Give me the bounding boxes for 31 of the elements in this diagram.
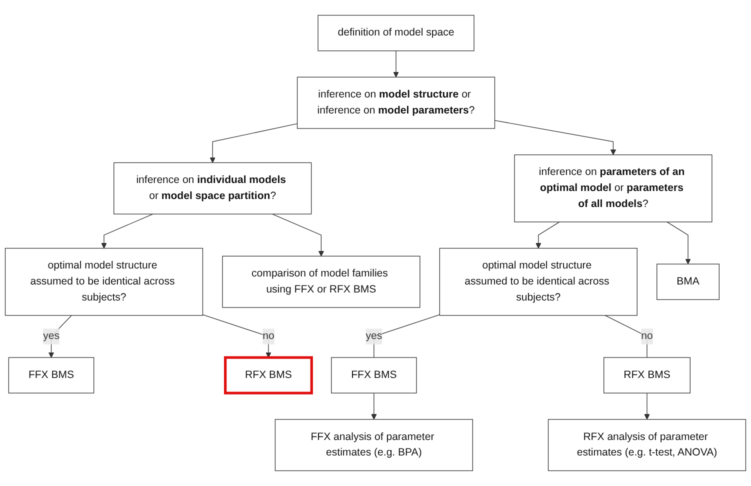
node-box: optimal model structure assumed to be identical across subjects?: [4, 248, 204, 316]
arrow: [101, 214, 154, 249]
arrow: [202, 314, 272, 358]
arrow: [666, 222, 691, 264]
node-box: BMA: [656, 264, 720, 300]
node-box: FFX BMS: [331, 357, 417, 394]
arrow: [48, 315, 72, 358]
node-box: RFX BMS: [604, 357, 690, 394]
node-box: FFX BMS: [8, 357, 94, 394]
arrow: [644, 392, 650, 420]
connector: [374, 314, 440, 358]
edge-label: yes: [366, 330, 382, 342]
edge-label: no: [262, 330, 274, 342]
arrow: [393, 50, 399, 78]
node-box: definition of model space: [318, 14, 474, 52]
connector: [604, 315, 648, 358]
node-box: FFX analysis of parameter estimates (e.g. BPA): [274, 419, 473, 472]
arrow: [210, 123, 298, 163]
arrow: [536, 222, 560, 249]
node-box: RFX analysis of parameter estimates (e.g. t-test, ANOVA): [548, 419, 746, 472]
node-box: inference on parameters of an optimal model or parameters of all models?: [514, 154, 712, 222]
arrow: [272, 214, 324, 256]
arrow: [371, 392, 377, 420]
node-box: optimal model structure assumed to be identical across subjects?: [439, 248, 638, 316]
node-box: inference on individual models or model space partition?: [114, 162, 312, 214]
edge-label: yes: [43, 330, 60, 342]
node-box: RFX BMS: [224, 356, 313, 394]
arrow: [494, 120, 616, 156]
edge-label: no: [641, 330, 653, 342]
node-box: inference on model structure or inference on model parameters?: [296, 76, 496, 129]
node-box: comparison of model families using FFX or RFX BMS: [222, 256, 420, 308]
